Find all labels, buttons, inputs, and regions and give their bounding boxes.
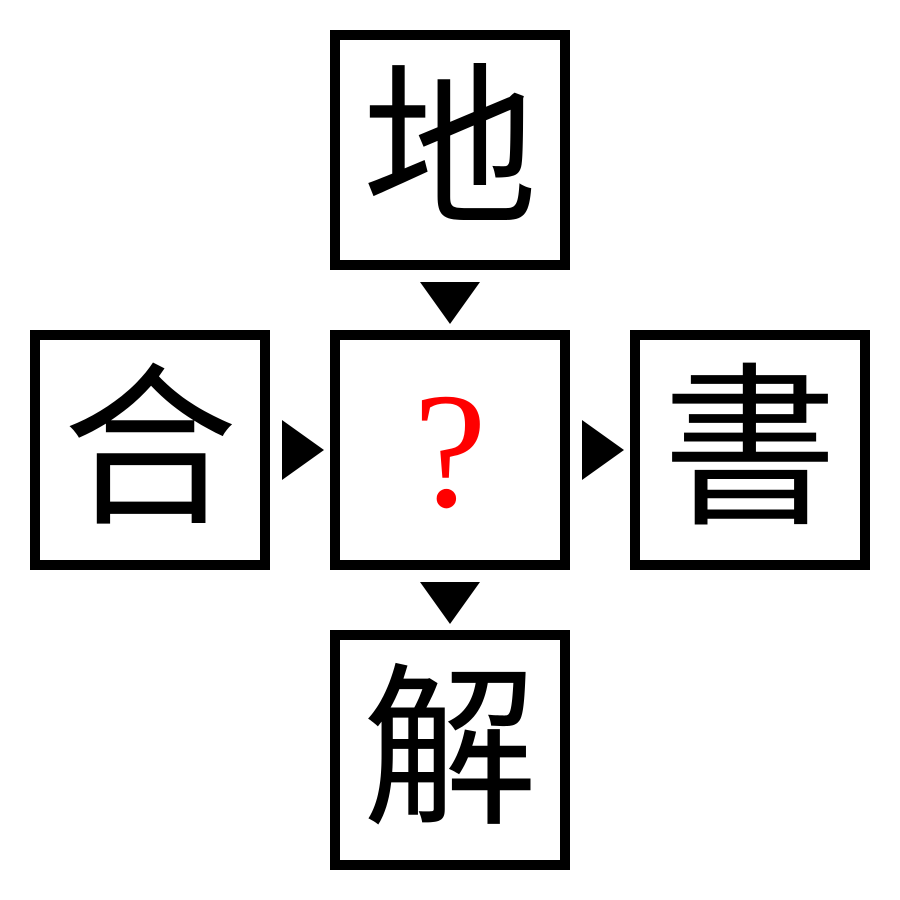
kanji-tile-bottom: 解 (330, 630, 570, 870)
kanji-bottom-text: 解 (362, 648, 538, 852)
arrow-right-icon (582, 420, 624, 480)
arrow-down-icon (420, 582, 480, 624)
kanji-right-text: 書 (662, 348, 838, 552)
arrow-right-icon (282, 420, 324, 480)
answer-tile[interactable]: ? (330, 330, 570, 570)
kanji-tile-left: 合 (30, 330, 270, 570)
kanji-tile-right: 書 (630, 330, 870, 570)
kanji-top-text: 地 (362, 48, 538, 252)
question-mark-text: ? (413, 358, 487, 542)
kanji-tile-top: 地 (330, 30, 570, 270)
kanji-left-text: 合 (62, 348, 238, 552)
arrow-down-icon (420, 282, 480, 324)
